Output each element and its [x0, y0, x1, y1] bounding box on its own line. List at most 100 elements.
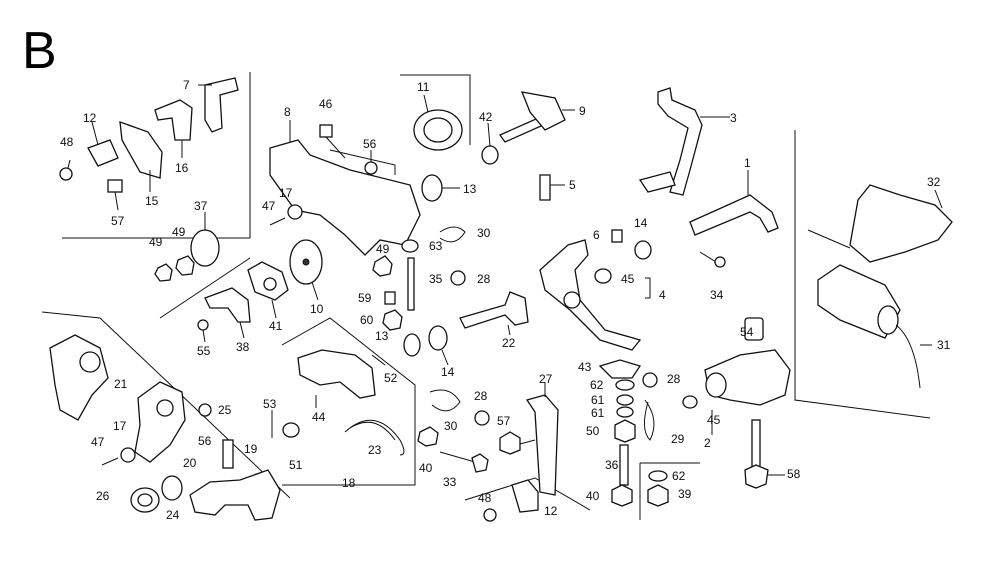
- callout-58: 58: [787, 467, 801, 481]
- part-39-nut: [647, 484, 669, 507]
- callout-29: 29: [671, 432, 685, 446]
- callout-52: 52: [384, 371, 398, 385]
- part-29-wire: [644, 399, 655, 441]
- part-12-clip: [87, 121, 119, 167]
- part-3-lever: [638, 87, 730, 196]
- part-40-nut-b: [611, 484, 633, 507]
- part-41-governor-arm: [247, 261, 289, 319]
- callout-37: 37: [194, 199, 208, 213]
- callout-19: 19: [244, 442, 258, 456]
- part-61-washer-b: [616, 406, 634, 418]
- part-62-washer-b: [648, 470, 668, 482]
- callout-21: 21: [114, 377, 128, 391]
- part-19-bracket: [189, 469, 281, 521]
- part-49-nut-b: [175, 255, 195, 276]
- callout-5: 5: [569, 178, 576, 192]
- callout-41: 41: [269, 319, 283, 333]
- callout-30-top: 30: [477, 226, 491, 240]
- callout-28-right: 28: [667, 372, 681, 386]
- divider-bottom-left: [41, 311, 291, 499]
- divider-center: [329, 149, 396, 175]
- callout-6: 6: [593, 228, 600, 242]
- callout-56-bottom: 56: [198, 434, 212, 448]
- callout-61-a: 61: [591, 393, 605, 407]
- callout-36: 36: [605, 458, 619, 472]
- callout-27: 27: [539, 372, 553, 386]
- part-44-plate: [297, 349, 376, 408]
- callout-9: 9: [579, 104, 586, 118]
- part-28-cap-b: [642, 372, 658, 388]
- part-35-rod: [407, 257, 415, 311]
- callout-13-top: 13: [463, 182, 477, 196]
- callout-47-bottom: 47: [91, 435, 105, 449]
- part-14-washer-b: [634, 240, 652, 260]
- part-11-spring: [413, 94, 463, 151]
- callout-20: 20: [183, 456, 197, 470]
- callout-30-bottom: 30: [444, 419, 458, 433]
- callout-59: 59: [358, 291, 372, 305]
- part-56-nut-top: [364, 150, 378, 175]
- part-49-nut-c: [372, 255, 393, 277]
- callout-13-bottom: 13: [375, 329, 389, 343]
- divider-lines: [41, 72, 931, 520]
- part-58-bolt: [744, 419, 785, 489]
- callout-31: 31: [937, 338, 951, 352]
- callout-57-top: 57: [111, 214, 125, 228]
- callout-17-top: 17: [279, 186, 293, 200]
- callout-labels: 7 12 48 16 15 57 8 46 56 11 42 9 3 1 5 1…: [60, 78, 951, 522]
- part-4-control-arm: [539, 239, 651, 351]
- part-63-washer: [401, 239, 419, 253]
- callout-16: 16: [175, 161, 189, 175]
- callout-43: 43: [578, 360, 592, 374]
- callout-60: 60: [360, 313, 374, 327]
- callout-24: 24: [166, 508, 180, 522]
- divider-left-mid: [159, 257, 251, 319]
- callout-40-right: 40: [586, 489, 600, 503]
- callout-54: 54: [740, 325, 754, 339]
- callout-35: 35: [429, 272, 443, 286]
- part-50-nut: [614, 419, 636, 443]
- part-32-cover: [849, 184, 953, 263]
- callout-34: 34: [710, 288, 724, 302]
- part-54-bushing: [744, 317, 764, 341]
- callout-40-left: 40: [419, 461, 433, 475]
- part-33-bolt: [439, 451, 489, 473]
- callout-14-right: 14: [634, 216, 648, 230]
- part-20-arm: [134, 381, 186, 463]
- callout-62-top: 62: [590, 378, 604, 392]
- part-45-bushing-b: [682, 395, 698, 409]
- part-7-bracket: [198, 77, 239, 133]
- callout-47-top: 47: [262, 199, 276, 213]
- part-1-shaft: [689, 170, 779, 236]
- callout-8: 8: [284, 105, 291, 119]
- callout-49-left: 49: [149, 235, 163, 249]
- divider-right: [794, 130, 931, 419]
- callout-15: 15: [145, 194, 159, 208]
- part-40-nut-a: [417, 426, 439, 447]
- part-28-cap-c: [474, 410, 490, 426]
- part-24-bushing: [161, 475, 183, 501]
- part-16-bracket: [154, 99, 193, 158]
- callout-17-bottom: 17: [113, 419, 127, 433]
- part-14-washer-a: [428, 325, 449, 366]
- callout-22: 22: [502, 336, 516, 350]
- part-37-disc: [190, 212, 220, 267]
- part-55-nut: [197, 319, 209, 343]
- part-17-washer-a: [287, 204, 303, 220]
- part-13-washer-a: [421, 174, 460, 202]
- divider-bottom-center: [464, 477, 591, 511]
- callout-53: 53: [263, 397, 277, 411]
- callout-4: 4: [659, 288, 666, 302]
- part-30-wire-b: [429, 389, 461, 412]
- callout-45-top: 45: [621, 272, 635, 286]
- part-25-spring: [222, 439, 234, 469]
- callout-28-bottom: 28: [474, 389, 488, 403]
- callout-28-top: 28: [477, 272, 491, 286]
- part-52-spring: [371, 354, 386, 366]
- part-26-spring: [130, 487, 160, 513]
- callout-57-bottom: 57: [497, 414, 511, 428]
- callout-45-bottom: 45: [707, 413, 721, 427]
- part-42-washer: [481, 122, 499, 165]
